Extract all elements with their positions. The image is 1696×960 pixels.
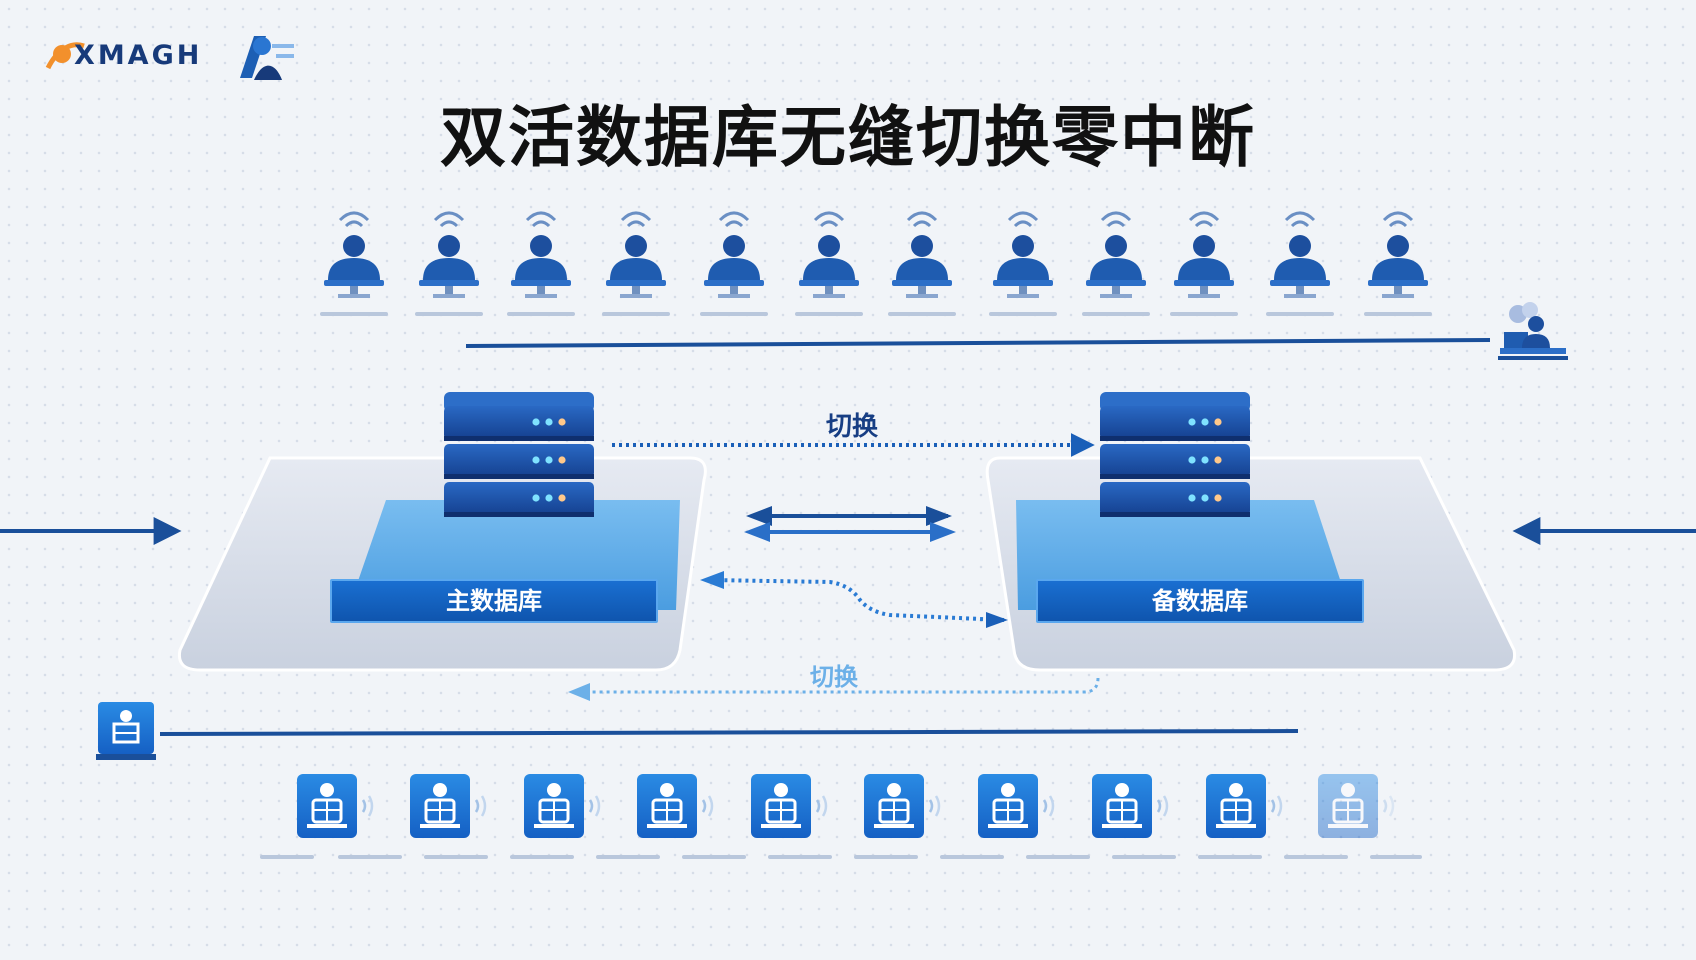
primary-server-stack-icon: [444, 392, 594, 517]
terminal-icon-2: [408, 772, 487, 840]
terminal-icon-5: [749, 772, 828, 840]
user-icon-9: [1080, 211, 1152, 318]
bottom-network-line: [159, 729, 1299, 736]
terminal-icon-3: [522, 772, 601, 840]
bottom-left-terminal-icon: [96, 702, 156, 760]
user-icon-10: [1168, 211, 1240, 318]
page-title: 双活数据库无缝切换零中断: [440, 99, 1256, 176]
user-icon-8: [987, 211, 1059, 318]
sync-arrows: [744, 506, 956, 542]
terminal-icon-4: [635, 772, 714, 840]
user-icon-4: [600, 211, 672, 318]
switch-label-bottom: 切换: [810, 663, 858, 691]
bottom-switch-arrow: [580, 677, 1100, 694]
user-icon-7: [886, 211, 958, 318]
terminal-icon-1: [295, 772, 374, 840]
brand-logo-text: XMAGH: [74, 40, 203, 71]
bottom-terminals-row: [295, 772, 1395, 840]
backup-db-label: 备数据库: [1036, 579, 1364, 623]
top-network-line: [465, 338, 1491, 348]
terminal-icon-9: [1204, 772, 1283, 840]
primary-db-platform: [177, 456, 707, 672]
user-icon-1: [318, 211, 390, 318]
brand-logo: [40, 28, 310, 88]
terminal-icon-10: [1316, 772, 1395, 840]
user-icon-12: [1362, 211, 1434, 318]
terminal-icon-8: [1090, 772, 1169, 840]
top-users-row: [318, 211, 1434, 318]
user-icon-6: [793, 211, 865, 318]
backup-db-platform: [985, 456, 1517, 672]
user-icon-11: [1264, 211, 1336, 318]
backup-server-stack-icon: [1100, 392, 1250, 517]
curved-switch-arrow: [709, 578, 1005, 622]
terminal-icon-7: [976, 772, 1055, 840]
user-icon-5: [698, 211, 770, 318]
primary-db-label: 主数据库: [330, 579, 658, 623]
switch-label-top: 切换: [826, 412, 879, 442]
admin-desk-icon: [1498, 302, 1568, 360]
brand-mark-icon: [45, 36, 294, 80]
user-icon-3: [505, 211, 577, 318]
terminal-icon-6: [862, 772, 941, 840]
user-icon-2: [413, 211, 485, 318]
